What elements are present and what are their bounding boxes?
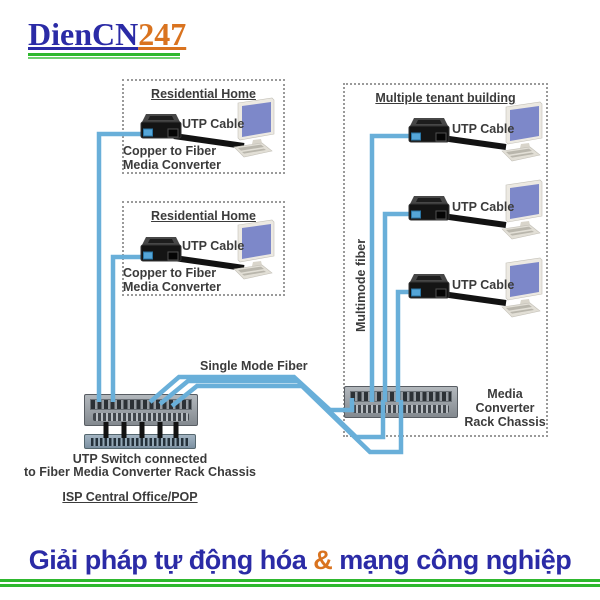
utp-cable-label-tenant-3: UTP Cable xyxy=(452,278,515,292)
chassis-port-row xyxy=(90,399,192,410)
media-converter-device-home-2 xyxy=(138,235,184,270)
desktop-computer-home-2 xyxy=(228,218,280,287)
media-converter-icon xyxy=(140,237,182,262)
tenant-building-box: Multiple tenant building xyxy=(343,83,548,437)
isp-site-label: ISP Central Office/POP xyxy=(62,490,198,504)
footer-underline-1 xyxy=(0,579,600,582)
media-converter-device-tenant-2 xyxy=(406,194,452,229)
desktop-computer-tenant-1 xyxy=(496,100,548,169)
residential-home-title-2: Residential Home xyxy=(151,209,256,223)
desktop-computer-tenant-2 xyxy=(496,178,548,247)
desktop-computer-icon xyxy=(233,219,275,280)
device-caption-home-1: Copper to Fiber Media Converter xyxy=(123,144,221,172)
media-converter-icon xyxy=(408,196,450,221)
utp-cable-label-home-1: UTP Cable xyxy=(182,117,245,131)
desktop-computer-icon xyxy=(233,97,275,158)
footer-underline-2 xyxy=(0,584,600,587)
footer-headline: Giải pháp tự động hóa & mạng công nghiệp xyxy=(0,543,600,577)
desktop-computer-tenant-3 xyxy=(496,256,548,325)
footer-text-before: Giải pháp tự động hóa xyxy=(28,545,314,575)
logo-underline-2 xyxy=(28,57,180,59)
device-caption-home-2: Copper to Fiber Media Converter xyxy=(123,266,221,294)
residential-home-box-1: Residential Home xyxy=(122,79,285,174)
media-converter-device-tenant-3 xyxy=(406,272,452,307)
utp-cable-label-tenant-2: UTP Cable xyxy=(452,200,515,214)
chassis-hole-row xyxy=(93,413,189,421)
desktop-computer-icon xyxy=(501,257,543,318)
utp-switch-device xyxy=(84,434,196,449)
desktop-computer-home-1 xyxy=(228,96,280,165)
switch-caption-line1: UTP Switch connected xyxy=(72,452,208,466)
media-converter-device-tenant-1 xyxy=(406,116,452,151)
footer-ampersand: & xyxy=(313,545,333,575)
site-logo[interactable]: DienCN247 xyxy=(28,16,186,53)
single-mode-fiber-label: Single Mode Fiber xyxy=(200,359,308,373)
utp-cable-label-home-2: UTP Cable xyxy=(182,239,245,253)
logo-text-accent: 247 xyxy=(138,16,187,52)
fiber-media-converter-rack-chassis xyxy=(84,394,198,426)
desktop-computer-icon xyxy=(501,179,543,240)
logo-underline xyxy=(28,53,180,56)
logo-text-primary: DienCN xyxy=(28,16,139,52)
chassis-hole-row-2 xyxy=(353,405,449,413)
desktop-computer-icon xyxy=(501,101,543,162)
multimode-fiber-label: Multimode fiber xyxy=(354,238,368,332)
media-converter-icon xyxy=(140,114,182,139)
footer-text-after: mạng công nghiệp xyxy=(332,545,572,575)
switch-port-row xyxy=(91,438,189,446)
media-converter-icon xyxy=(408,118,450,143)
media-converter-icon xyxy=(408,274,450,299)
media-converter-rack-chassis xyxy=(344,386,458,418)
media-converter-device-home-1 xyxy=(138,112,184,147)
tenant-building-title: Multiple tenant building xyxy=(375,91,516,105)
residential-home-title-1: Residential Home xyxy=(151,87,256,101)
utp-cable-label-tenant-1: UTP Cable xyxy=(452,122,515,136)
rack-chassis-label: Media Converter Rack Chassis xyxy=(464,387,546,429)
chassis-port-row-2 xyxy=(350,391,452,402)
switch-caption-line2: to Fiber Media Converter Rack Chassis xyxy=(23,465,257,479)
